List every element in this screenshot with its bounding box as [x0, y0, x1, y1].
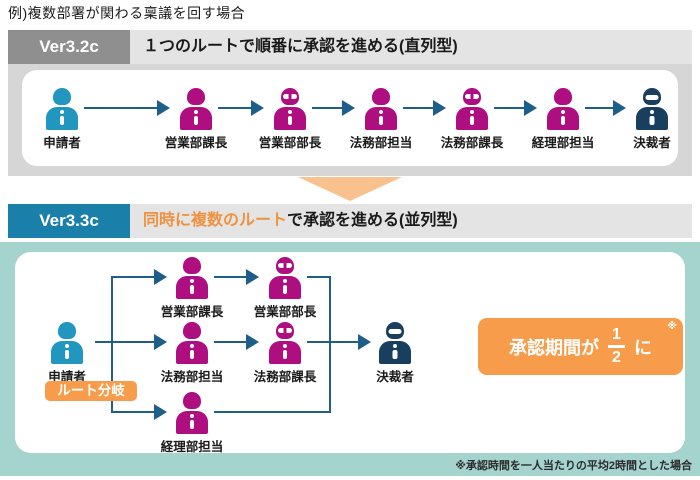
- flow-arrow-icon: [585, 100, 626, 116]
- serial-version-badge: Ver3.2c: [8, 30, 130, 64]
- person-manager-icon: [454, 88, 490, 130]
- person-legal-section-chief: 法務部課長: [424, 88, 520, 151]
- person-label: 経理部担当: [160, 440, 224, 454]
- person-label: 決裁者: [633, 136, 671, 150]
- person-label: 営業部課長: [164, 136, 228, 150]
- flow-arrow-icon: [112, 334, 167, 350]
- connector-line: [95, 340, 113, 344]
- parallel-heading-highlight: 同時に複数のルート: [143, 212, 288, 229]
- person-manager-icon: [272, 88, 308, 130]
- person-sales-section-chief: 営業部課長: [148, 88, 244, 151]
- person-staff-icon: [545, 88, 581, 130]
- connector-line: [214, 410, 331, 414]
- person-label: 営業部課長: [160, 305, 224, 319]
- person-staff-icon: [178, 88, 214, 130]
- footnote: ※承認時間を一人当たりの平均2時間とした場合: [455, 460, 692, 472]
- person-sales-dept-head: 営業部部長: [242, 88, 338, 151]
- person-accounting-staff: 経理部担当: [515, 88, 611, 151]
- person-manager-icon: [267, 322, 303, 364]
- person-staff-icon: [363, 88, 399, 130]
- connector-line: [307, 340, 331, 344]
- branch-line: [110, 276, 114, 413]
- person-applicant: 申請者: [19, 322, 115, 385]
- flow-arrow-icon: [218, 100, 264, 116]
- person-approver-icon: [377, 322, 413, 364]
- flow-arrow-icon: [331, 334, 371, 350]
- flow-arrow-icon: [312, 100, 355, 116]
- fraction-bar: [608, 345, 625, 348]
- person-label: 法務部課長: [440, 136, 504, 150]
- flow-arrow-icon: [214, 269, 259, 285]
- person-approver: 決裁者: [604, 88, 700, 151]
- section-divider-down-arrow-icon: [298, 177, 402, 201]
- person-sales-section-chief: 営業部課長: [144, 257, 240, 320]
- flow-arrow-icon: [494, 100, 537, 116]
- person-applicant: 申請者: [14, 88, 110, 151]
- person-staff-icon: [174, 257, 210, 299]
- person-label: 法務部担当: [349, 136, 413, 150]
- flow-arrow-icon: [84, 100, 170, 116]
- person-legal-staff: 法務部担当: [333, 88, 429, 151]
- merge-line: [328, 276, 332, 413]
- flow-arrow-icon: [403, 100, 446, 116]
- flow-arrow-icon: [112, 269, 167, 285]
- person-label: 申請者: [48, 370, 86, 384]
- person-staff-icon: [174, 392, 210, 434]
- person-label: 営業部部長: [258, 136, 322, 150]
- person-label: 法務部担当: [160, 370, 224, 384]
- person-manager-icon: [267, 257, 303, 299]
- person-sales-dept-head: 営業部部長: [237, 257, 333, 320]
- person-label: 申請者: [43, 136, 81, 150]
- person-label: 営業部部長: [253, 305, 317, 319]
- flow-arrow-icon: [214, 334, 259, 350]
- route-branch-badge: ルート分岐: [45, 381, 137, 401]
- person-applicant-icon: [44, 88, 80, 130]
- person-approver-icon: [634, 88, 670, 130]
- serial-heading: １つのルートで順番に承認を進める(直列型): [130, 30, 692, 64]
- parallel-heading-rest: で承認を進める(並列型): [287, 212, 458, 229]
- person-label: 決裁者: [376, 370, 414, 384]
- fraction-numerator: 1: [612, 326, 621, 344]
- result-prefix: 承認期間が: [509, 337, 599, 358]
- person-legal-staff: 法務部担当: [144, 322, 240, 385]
- page-title: 例)複数部署が関わる稟議を回す場合: [8, 5, 246, 21]
- person-legal-section-chief: 法務部課長: [237, 322, 333, 385]
- parallel-heading: 同時に複数のルートで承認を進める(並列型): [130, 204, 692, 238]
- parallel-version-badge: Ver3.3c: [8, 204, 130, 238]
- footnote-ref-mark: ※: [667, 321, 677, 332]
- person-accounting-staff: 経理部担当: [144, 392, 240, 455]
- result-suffix: に: [634, 337, 652, 358]
- person-label: 法務部課長: [253, 370, 317, 384]
- fraction-denominator: 2: [612, 348, 621, 366]
- person-staff-icon: [174, 322, 210, 364]
- person-applicant-icon: [49, 322, 85, 364]
- connector-line: [307, 275, 331, 279]
- person-label: 経理部担当: [531, 136, 595, 150]
- person-approver: 決裁者: [347, 322, 443, 385]
- flow-arrow-icon: [112, 404, 167, 420]
